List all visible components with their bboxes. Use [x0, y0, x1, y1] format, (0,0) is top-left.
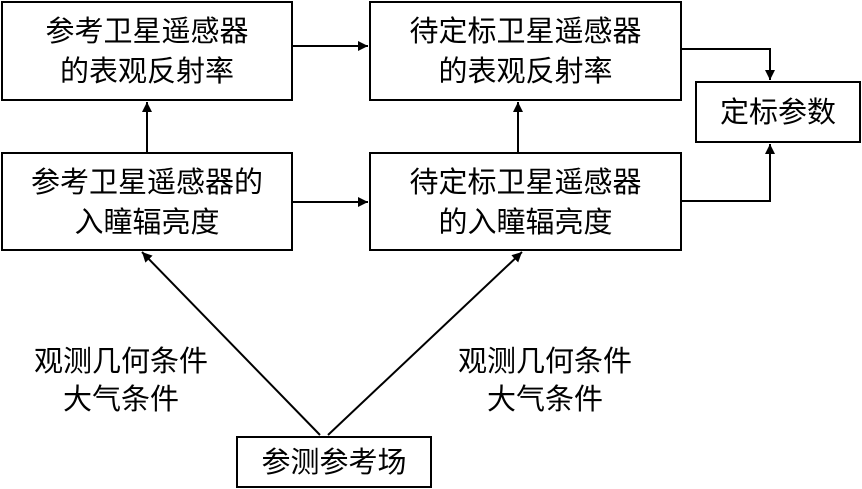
arrow-site-to-ref-radiance: [141, 251, 321, 436]
arrow-site-to-cal-radiance: [327, 251, 523, 436]
right-conditions-label: 观测几何条件 大气条件: [440, 342, 650, 418]
ref-reflectance-box: 参考卫星遥感器 的表观反射率: [1, 1, 293, 101]
ref-reflectance-line-1: 参考卫星遥感器: [45, 14, 249, 48]
cal-radiance-line-1: 待定标卫星遥感器: [409, 164, 642, 199]
right-conditions-line-1: 观测几何条件: [457, 344, 632, 378]
arrow-cal-radiance-to-params: [682, 144, 775, 202]
left-conditions-label: 观测几何条件 大气条件: [16, 342, 226, 418]
ref-reflectance-line-2: 的表观反射率: [59, 54, 234, 88]
left-conditions-line-1: 观测几何条件: [33, 344, 208, 378]
cal-reflectance-box: 待定标卫星遥感器 的表观反射率: [369, 1, 682, 101]
reference-site-box: 参测参考场: [236, 436, 432, 488]
reference-site-label: 参测参考场: [261, 445, 407, 479]
ref-radiance-line-1: 参考卫星遥感器的: [30, 164, 263, 199]
ref-radiance-line-2: 入瞳辐亮度: [74, 204, 220, 239]
calibration-params-box: 定标参数: [695, 81, 861, 143]
calibration-params-label: 定标参数: [719, 95, 836, 129]
cal-reflectance-line-1: 待定标卫星遥感器: [409, 14, 642, 48]
ref-radiance-box: 参考卫星遥感器的 入瞳辐亮度: [1, 152, 293, 251]
right-conditions-line-2: 大气条件: [486, 382, 603, 416]
arrow-cal-reflectance-to-params: [682, 48, 775, 80]
cal-radiance-box: 待定标卫星遥感器 的入瞳辐亮度: [369, 152, 682, 251]
cal-radiance-line-2: 的入瞳辐亮度: [438, 204, 613, 239]
cal-reflectance-line-2: 的表观反射率: [438, 54, 613, 88]
left-conditions-line-2: 大气条件: [62, 382, 179, 416]
